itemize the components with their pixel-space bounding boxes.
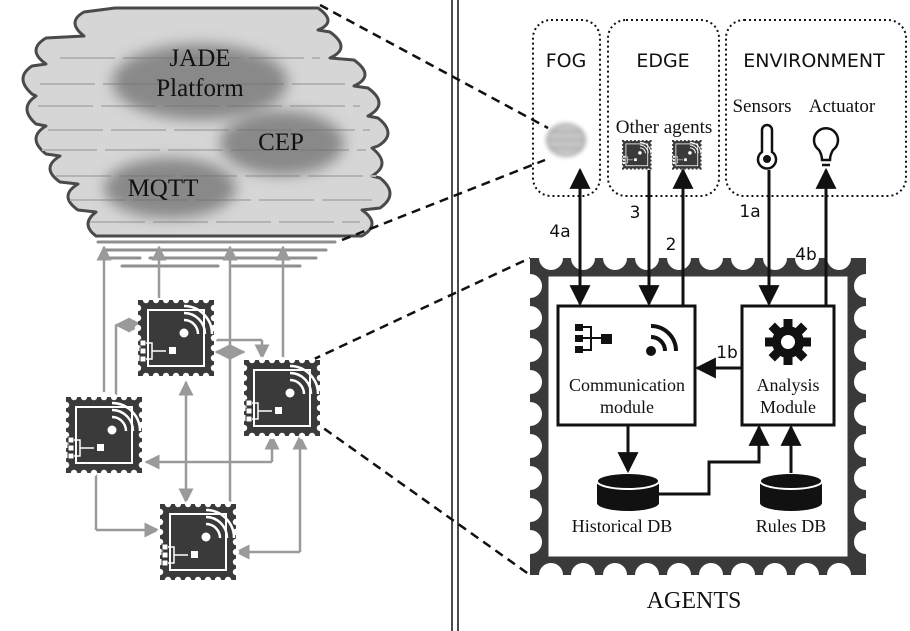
environment-group-box	[725, 19, 907, 197]
cloud-cep-label: CEP	[258, 129, 304, 156]
environment-label: ENVIRONMENT	[743, 50, 885, 72]
agent-chip-icon	[133, 295, 219, 381]
database-icon	[759, 472, 823, 511]
communication-module-label-line2: module	[600, 397, 654, 417]
arrow-label-4a: 4a	[549, 222, 570, 242]
flowchart-icon	[575, 324, 612, 353]
edge-label: EDGE	[636, 50, 689, 72]
cloud-platform-label: Platform	[156, 75, 244, 102]
arrow-label-4b: 4b	[795, 245, 817, 265]
fog-group-box	[532, 19, 601, 197]
analysis-module-label-line2: Module	[760, 397, 816, 417]
rules-db-label: Rules DB	[756, 516, 827, 536]
arrow-label-1b: 1b	[716, 343, 738, 363]
fog-label: FOG	[546, 50, 587, 72]
other-agents-label: Other agents	[616, 117, 713, 138]
historical-db-label: Historical DB	[572, 516, 673, 536]
network-links	[94, 245, 308, 560]
cloud: JADE Platform CEP MQTT	[21, 6, 392, 238]
lightbulb-icon	[812, 127, 840, 167]
actuator-label: Actuator	[809, 96, 876, 117]
agent-chip-icon	[155, 499, 241, 585]
wifi-signal-icon	[646, 324, 678, 356]
flow-arrows	[569, 167, 837, 496]
arrow-label-2: 2	[666, 235, 677, 255]
cloud-mqtt-label: MQTT	[128, 175, 199, 202]
sensors-label: Sensors	[732, 96, 791, 117]
agent-chip-icon	[239, 355, 325, 441]
database-icon	[596, 472, 660, 511]
gear-icon	[765, 319, 811, 365]
agent-chip-icon	[61, 392, 147, 478]
cloud-jade-label: JADE	[169, 45, 230, 72]
agent-chip-icon	[620, 138, 654, 172]
agent-chip-icon	[670, 138, 704, 172]
fog-cloud-icon	[546, 123, 586, 157]
arrow-label-3: 3	[630, 203, 641, 223]
agents-caption: AGENTS	[647, 588, 742, 614]
arrow-label-1a: 1a	[739, 202, 760, 222]
analysis-module-label-line1: Analysis	[757, 375, 820, 395]
thermometer-icon	[756, 123, 778, 170]
zoom-lines	[311, 3, 549, 577]
cloud-wind-lines	[96, 240, 337, 268]
communication-module-label-line1: Communication	[569, 375, 685, 395]
